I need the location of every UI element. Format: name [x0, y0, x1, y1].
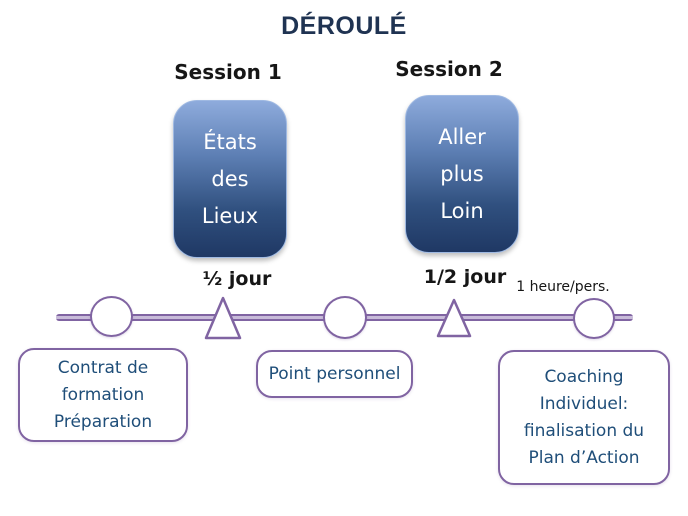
note-contrat-text: Contrat de formation Préparation	[53, 357, 153, 432]
note-box-contrat: Contrat de formation Préparation	[18, 348, 188, 442]
session-1-label: Session 1	[174, 60, 282, 84]
milestone-circle-2	[323, 296, 367, 339]
session-1-box-text: États des Lieux	[201, 129, 259, 228]
session-2-box: Aller plus Loin	[405, 95, 519, 253]
session-2-label: Session 2	[395, 57, 503, 81]
session-1-box: États des Lieux	[173, 100, 287, 258]
note-box-point-personnel: Point personnel	[256, 350, 413, 398]
session-1-duration-label: ½ jour	[202, 268, 272, 290]
note-coaching-text: Coaching Individuel: finalisation du Pla…	[523, 366, 645, 468]
milestone-circle-3	[573, 298, 615, 339]
milestone-circle-1	[90, 296, 133, 337]
page-title: DÉROULÉ	[281, 12, 407, 40]
session-2-duration-label: 1/2 jour	[423, 266, 507, 288]
milestone-triangle-1	[204, 296, 242, 340]
note-point-personnel-text: Point personnel	[268, 363, 401, 384]
session-2-box-text: Aller plus Loin	[438, 124, 486, 223]
note-box-coaching: Coaching Individuel: finalisation du Pla…	[498, 350, 670, 485]
milestone-triangle-2	[436, 298, 472, 338]
per-person-duration-label: 1 heure/pers.	[516, 279, 610, 295]
